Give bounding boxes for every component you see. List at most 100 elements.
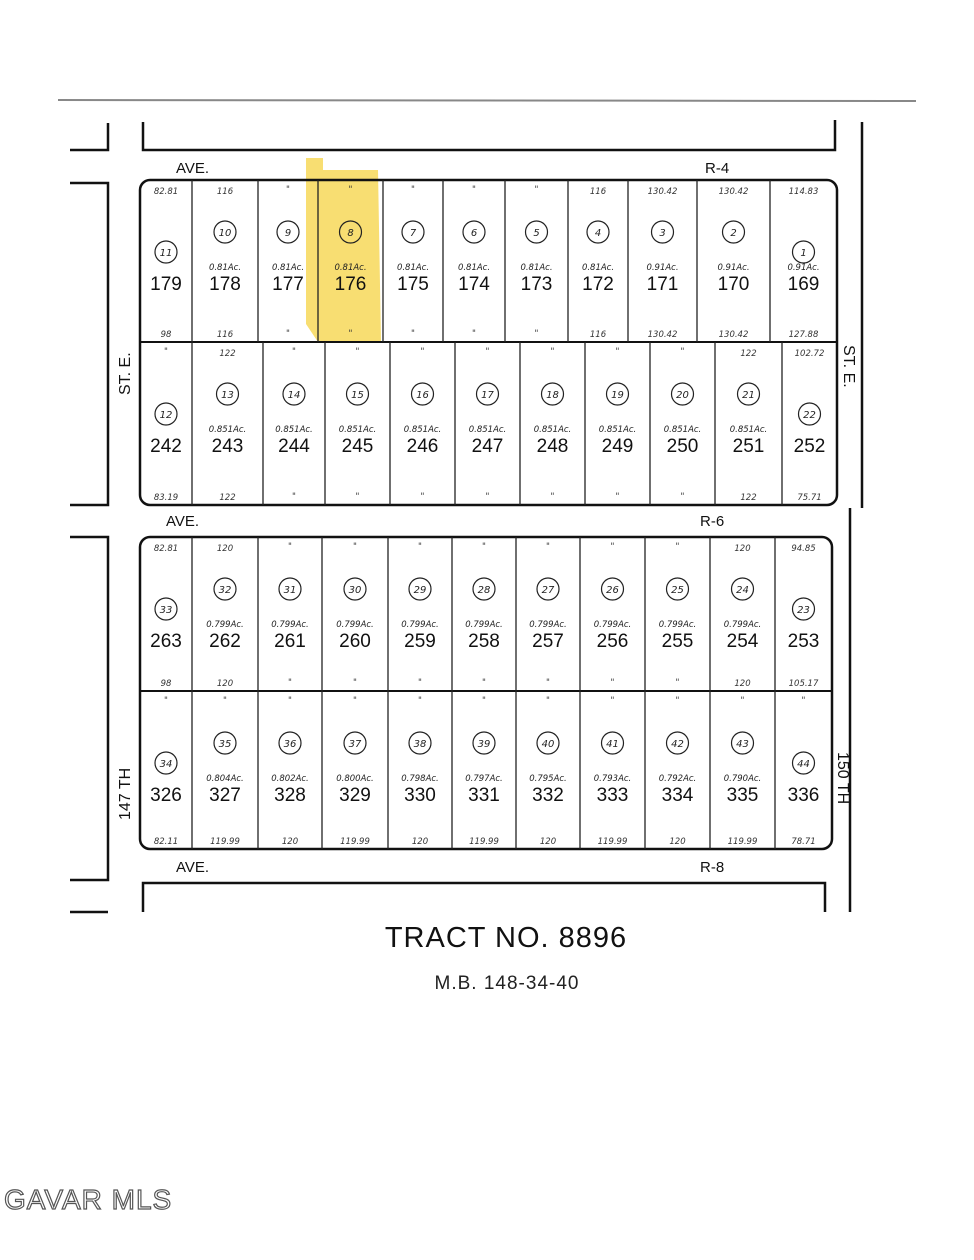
parcel-circle-number: 28 (478, 585, 491, 596)
parcel-circle-number: 1 (800, 248, 806, 259)
lot-top-ditto: " (472, 185, 476, 195)
lot-top-dimension: 114.83 (789, 187, 819, 197)
lot-top-ditto: " (486, 347, 490, 357)
lot-bottom-ditto: " (546, 678, 550, 688)
lot-bottom-ditto: " (616, 492, 620, 502)
lot-number: 244 (278, 436, 310, 457)
lot-parcel: 190.851Ac.249"" (599, 347, 637, 502)
lot-number: 250 (667, 436, 699, 457)
road-label-150th: 150 TH (834, 752, 851, 804)
mls-watermark: GAVAR MLS (3, 1183, 173, 1215)
lot-bottom-ditto: " (349, 329, 353, 339)
parcel-circle-number: 37 (349, 739, 362, 750)
highlight-lot-176 (306, 158, 381, 342)
lot-bottom-dimension: 82.11 (154, 837, 178, 847)
lot-parcel: 360.802Ac.328"120 (271, 696, 309, 847)
lot-parcel: 300.799Ac.260"" (336, 542, 374, 688)
lot-number: 245 (342, 436, 374, 457)
lot-acreage: 0.851Ac. (730, 425, 768, 435)
lot-top-ditto: " (418, 542, 422, 552)
lot-acreage: 0.792Ac. (659, 774, 697, 784)
road-label-r4: R-4 (705, 160, 729, 177)
parcel-circle-number: 42 (671, 739, 684, 750)
lot-bottom-dimension: 122 (740, 493, 756, 503)
lot-acreage: 0.851Ac. (339, 425, 377, 435)
lot-parcel: 80.81Ac.176"" (334, 185, 366, 339)
lot-number: 242 (150, 436, 182, 457)
lot-acreage: 0.793Ac. (594, 774, 632, 784)
lot-top-ditto: " (411, 185, 415, 195)
lot-acreage: 0.81Ac. (209, 263, 241, 273)
parcel-circle (536, 731, 560, 755)
parcel-circle (345, 382, 370, 406)
lot-number: 174 (458, 274, 490, 295)
lot-parcel: 70.81Ac.175"" (397, 185, 429, 339)
road-label-r6: R-6 (700, 513, 724, 530)
road-label-r8: R-8 (700, 859, 724, 876)
lot-acreage: 0.851Ac. (599, 425, 637, 435)
lot-number: 259 (404, 631, 436, 652)
lot-acreage: 0.799Ac. (336, 620, 374, 630)
lot-bottom-ditto: " (551, 492, 555, 502)
lot-number: 170 (718, 274, 750, 295)
lot-number: 327 (209, 785, 241, 806)
lot-acreage: 0.799Ac. (401, 620, 439, 630)
parcel-circle-number: 31 (284, 585, 297, 596)
lot-number: 326 (150, 785, 182, 806)
lot-top-dimension: 94.85 (791, 544, 815, 554)
lot-acreage: 0.91Ac. (717, 263, 749, 273)
lot-number: 336 (788, 785, 820, 806)
lot-number: 173 (521, 274, 553, 295)
parcel-circle (670, 382, 695, 406)
road-edge (70, 181, 110, 507)
lot-parcel: 290.799Ac.259"" (401, 542, 439, 688)
lot-number: 253 (788, 631, 820, 652)
lot-bottom-ditto: " (676, 678, 680, 688)
parcel-circle (154, 240, 178, 264)
lot-top-dimension: 122 (219, 349, 235, 359)
parcel-circle (408, 577, 432, 601)
parcel-circle (154, 402, 178, 426)
lot-acreage: 0.851Ac. (469, 425, 507, 435)
lot-acreage: 0.851Ac. (404, 425, 442, 435)
lot-bottom-dimension: 119.99 (728, 837, 758, 847)
lot-number: 255 (662, 631, 694, 652)
lot-bottom-dimension: 120 (282, 837, 298, 847)
lot-number: 261 (274, 631, 306, 652)
parcel-circle-number: 30 (349, 585, 362, 596)
lot-acreage: 0.799Ac. (724, 620, 762, 630)
parcel-circle (524, 220, 549, 244)
lot-top-dimension: 116 (590, 187, 607, 197)
lot-acreage: 0.799Ac. (594, 620, 632, 630)
road-label-right-st-e: ST. E. (840, 345, 857, 388)
lot-bottom-ditto: " (418, 678, 422, 688)
lot-number: 175 (397, 274, 429, 295)
parcel-circle-number: 43 (736, 739, 749, 750)
lot-top-ditto: " (418, 696, 422, 706)
road-edge (70, 123, 110, 152)
lot-top-ditto: " (292, 347, 296, 357)
lot-number: 330 (404, 785, 436, 806)
parcel-circle-number: 7 (410, 228, 417, 239)
parcel-circle (343, 731, 367, 755)
lot-parcel: 430.790Ac.335"119.99 (724, 696, 762, 847)
lot-bottom-dimension: 116 (217, 330, 234, 340)
lot-number: 258 (468, 631, 500, 652)
lot-bottom-ditto: " (486, 492, 490, 502)
lot-bottom-ditto: " (286, 329, 290, 339)
parcel-circle (401, 220, 425, 244)
lot-number: 335 (727, 785, 759, 806)
lot-top-ditto: " (349, 185, 353, 195)
parcel-circle-number: 23 (797, 605, 810, 616)
lot-number: 248 (537, 436, 569, 457)
parcel-circle-number: 8 (347, 228, 353, 239)
blocks: 1117982.8198100.81Ac.17811611690.81Ac.17… (138, 158, 839, 851)
lot-top-ditto: " (353, 696, 357, 706)
lot-top-ditto: " (551, 347, 555, 357)
lot-acreage: 0.851Ac. (534, 425, 572, 435)
